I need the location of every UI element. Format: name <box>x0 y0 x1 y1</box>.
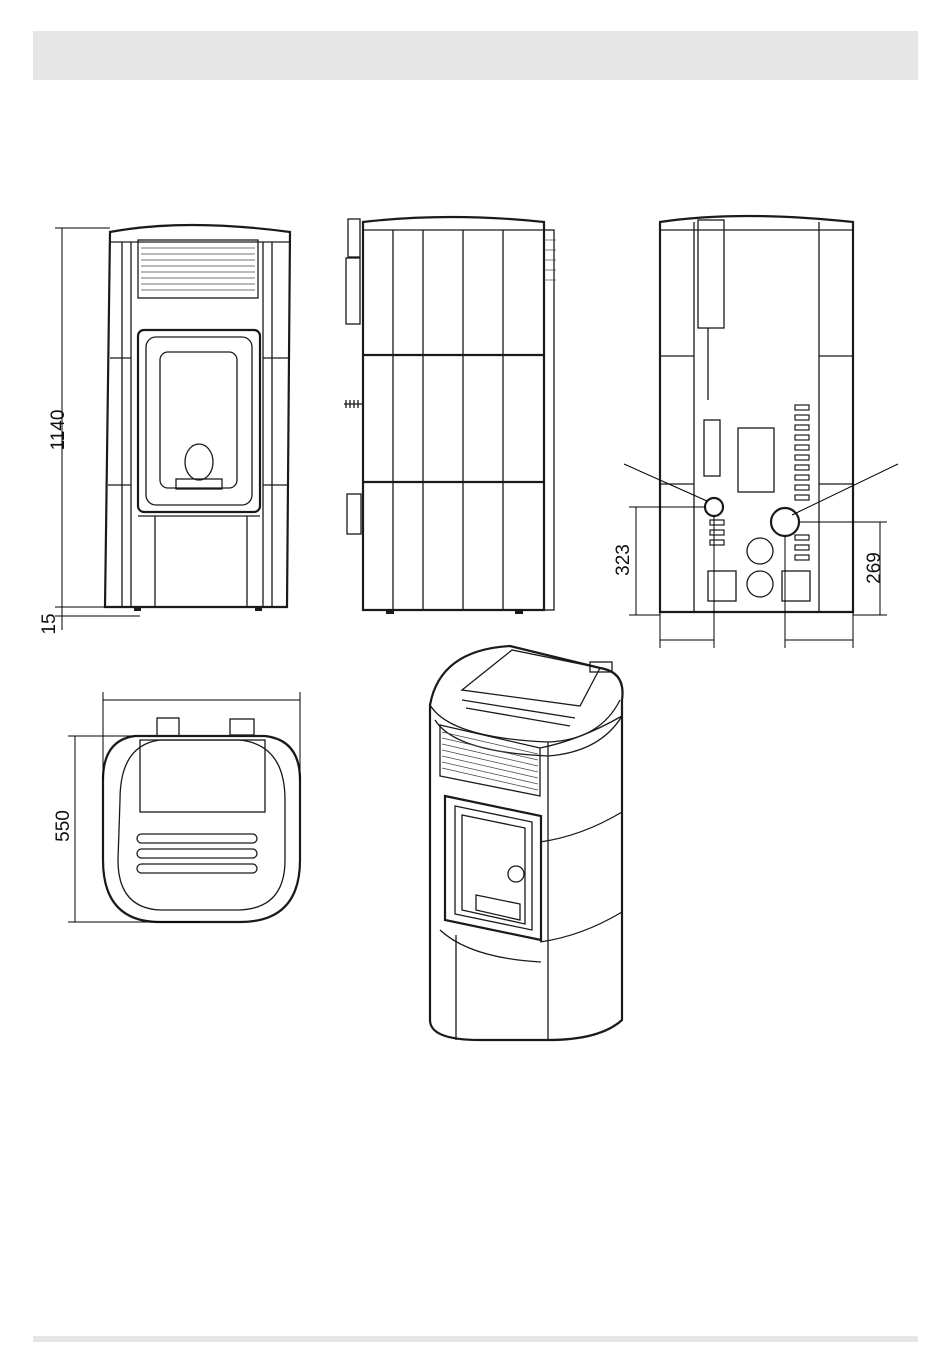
top-view <box>103 718 300 922</box>
dim-foot-height: 15 <box>39 613 60 634</box>
front-view <box>105 225 290 611</box>
perspective-view <box>430 646 623 1040</box>
flue-outlet-connector <box>771 508 799 536</box>
side-view <box>344 217 556 614</box>
dim-lower-outlet-height: 323 <box>613 544 634 576</box>
air-inlet-connector <box>705 498 723 516</box>
dim-total-height: 1140 <box>48 410 69 451</box>
rear-view <box>660 216 853 612</box>
dim-upper-outlet-height: 269 <box>864 552 885 584</box>
footer-rule <box>33 1336 918 1342</box>
dim-depth: 550 <box>53 810 74 842</box>
